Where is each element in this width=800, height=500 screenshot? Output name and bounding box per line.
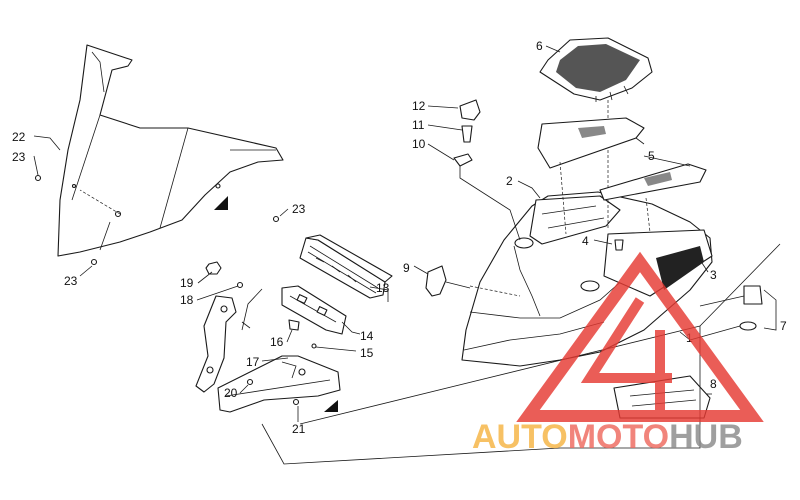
screw-23-left [34, 174, 42, 182]
callout-23-right: 23 [292, 202, 306, 216]
screw-21 [292, 398, 300, 406]
callout-23-left: 23 [12, 150, 26, 164]
callout-13: 13 [376, 281, 390, 295]
screw-4 [614, 239, 624, 251]
callout-3: 3 [710, 268, 717, 282]
callout-19: 19 [180, 276, 194, 290]
callout-4: 4 [582, 234, 589, 248]
callout-12: 12 [412, 99, 426, 113]
knob-12 [459, 99, 481, 121]
nut-10 [453, 153, 473, 167]
arrow-marker-upper [214, 196, 228, 210]
callout-5: 5 [648, 149, 655, 163]
windshield [57, 44, 284, 257]
screw-20 [246, 378, 254, 386]
callout-21: 21 [292, 422, 306, 436]
screw-23-bottom [90, 258, 98, 266]
nut-19 [205, 261, 222, 275]
gauge-cluster [299, 234, 393, 299]
screw-23-mid [114, 210, 122, 218]
callout-23-bottom: 23 [64, 274, 78, 288]
washer-18 [236, 281, 244, 289]
watermark-brand: AUTOMOTOHUB [472, 418, 743, 456]
callout-17: 17 [246, 355, 260, 369]
callout-18: 18 [180, 293, 194, 307]
switch-9 [425, 265, 447, 297]
callout-6: 6 [536, 39, 543, 53]
vent-grille [539, 37, 653, 102]
mounting-bracket [195, 295, 341, 413]
side-vent-covers [537, 117, 707, 201]
screw-23-right [272, 215, 280, 223]
callout-2: 2 [506, 174, 513, 188]
gauge-bracket [281, 285, 347, 335]
callout-22: 22 [12, 130, 26, 144]
callout-20: 20 [224, 386, 238, 400]
callout-14: 14 [360, 329, 374, 343]
callout-8: 8 [710, 377, 717, 391]
callout-11: 11 [412, 118, 425, 132]
screw-11 [461, 125, 473, 143]
callout-10: 10 [412, 137, 426, 151]
arrow-marker-lower [324, 400, 338, 412]
callout-15: 15 [360, 346, 374, 360]
callout-9: 9 [403, 261, 410, 275]
screw-16 [288, 319, 300, 331]
watermark-triangle [516, 251, 764, 422]
watermark-logo: AUTOMOTOHUB [472, 251, 764, 456]
callout-7: 7 [780, 319, 787, 333]
light-7 [743, 285, 763, 305]
callout-16: 16 [270, 335, 284, 349]
